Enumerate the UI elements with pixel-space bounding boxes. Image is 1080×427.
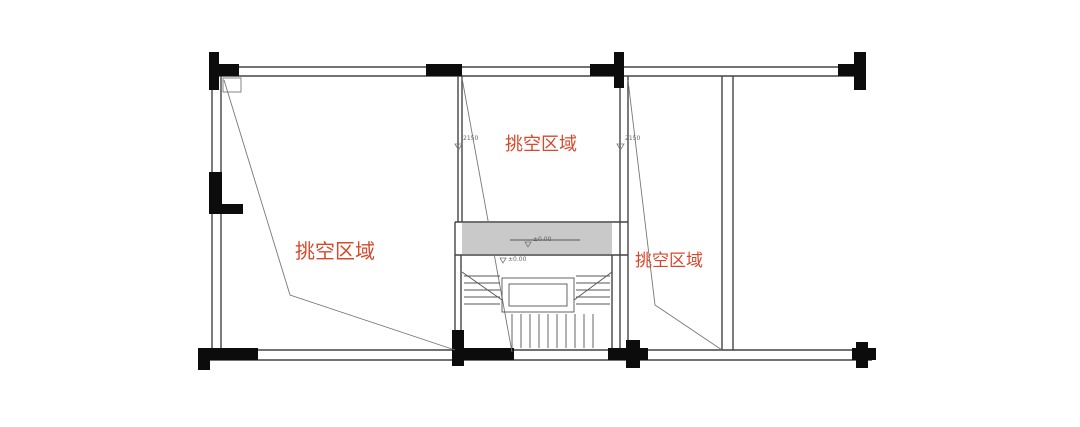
columns bbox=[198, 52, 876, 370]
void-area-label-middle: 挑空区域 bbox=[505, 134, 577, 155]
void-area-label-right: 挑空区域 bbox=[635, 251, 703, 271]
walls bbox=[198, 66, 872, 361]
stair-steps-icon bbox=[461, 223, 613, 348]
elevation-marker-triangle-icon bbox=[454, 143, 625, 264]
elevation-mark-4: ±0.00 bbox=[508, 256, 527, 263]
elevation-mark-3: ±0.00 bbox=[533, 236, 552, 243]
void-area-label-left: 挑空区域 bbox=[295, 239, 375, 263]
void-diagonal-line-icon bbox=[223, 77, 723, 353]
elevation-mark-2: 2150 bbox=[625, 135, 640, 142]
stair-landing bbox=[462, 223, 612, 254]
elevation-mark-1: 2150 bbox=[463, 135, 478, 142]
